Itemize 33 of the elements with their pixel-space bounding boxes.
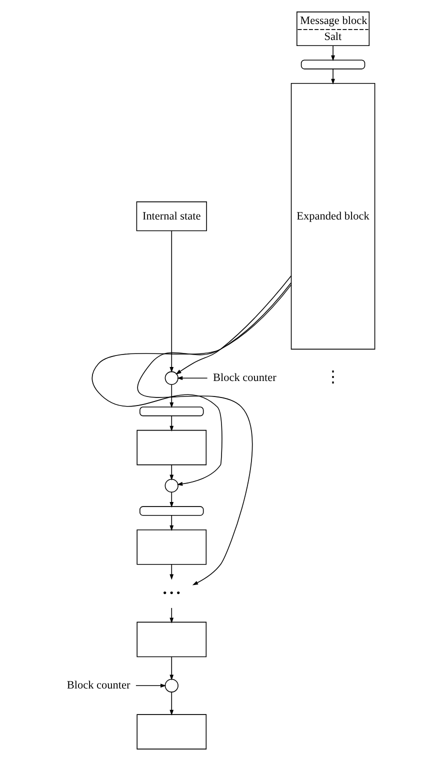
- node-circle: [164, 678, 178, 692]
- node-box: [136, 714, 207, 750]
- node-text: Block counter: [213, 372, 276, 384]
- arrow: [170, 230, 174, 373]
- arrow: [176, 376, 208, 380]
- node-box: [136, 430, 207, 466]
- node-circle: [164, 371, 178, 385]
- node-box: [140, 406, 204, 416]
- arrow: [176, 276, 292, 374]
- arrow: [170, 608, 174, 624]
- arrow: [170, 464, 174, 480]
- arrow: [170, 515, 174, 532]
- arrow: [92, 284, 292, 486]
- arrow: [170, 692, 174, 716]
- arrow: [137, 282, 292, 586]
- node-box: [136, 529, 207, 565]
- node-text: • • •: [162, 587, 180, 600]
- arrow: [170, 492, 174, 508]
- node-box: Expanded block: [290, 82, 376, 350]
- arrow: [136, 684, 166, 688]
- node-box: Internal state: [136, 201, 207, 232]
- arrow: [170, 384, 174, 408]
- node-box: [140, 506, 204, 516]
- node-box: [136, 622, 207, 658]
- node-text: Block counter: [66, 680, 130, 692]
- arrow: [170, 564, 174, 580]
- arrow: [331, 45, 335, 62]
- arrow: [170, 416, 174, 432]
- node-circle: [164, 478, 178, 493]
- arrow: [331, 68, 335, 84]
- label: ⋮: [325, 369, 342, 386]
- arrow: [170, 656, 174, 680]
- node-box: [300, 60, 366, 70]
